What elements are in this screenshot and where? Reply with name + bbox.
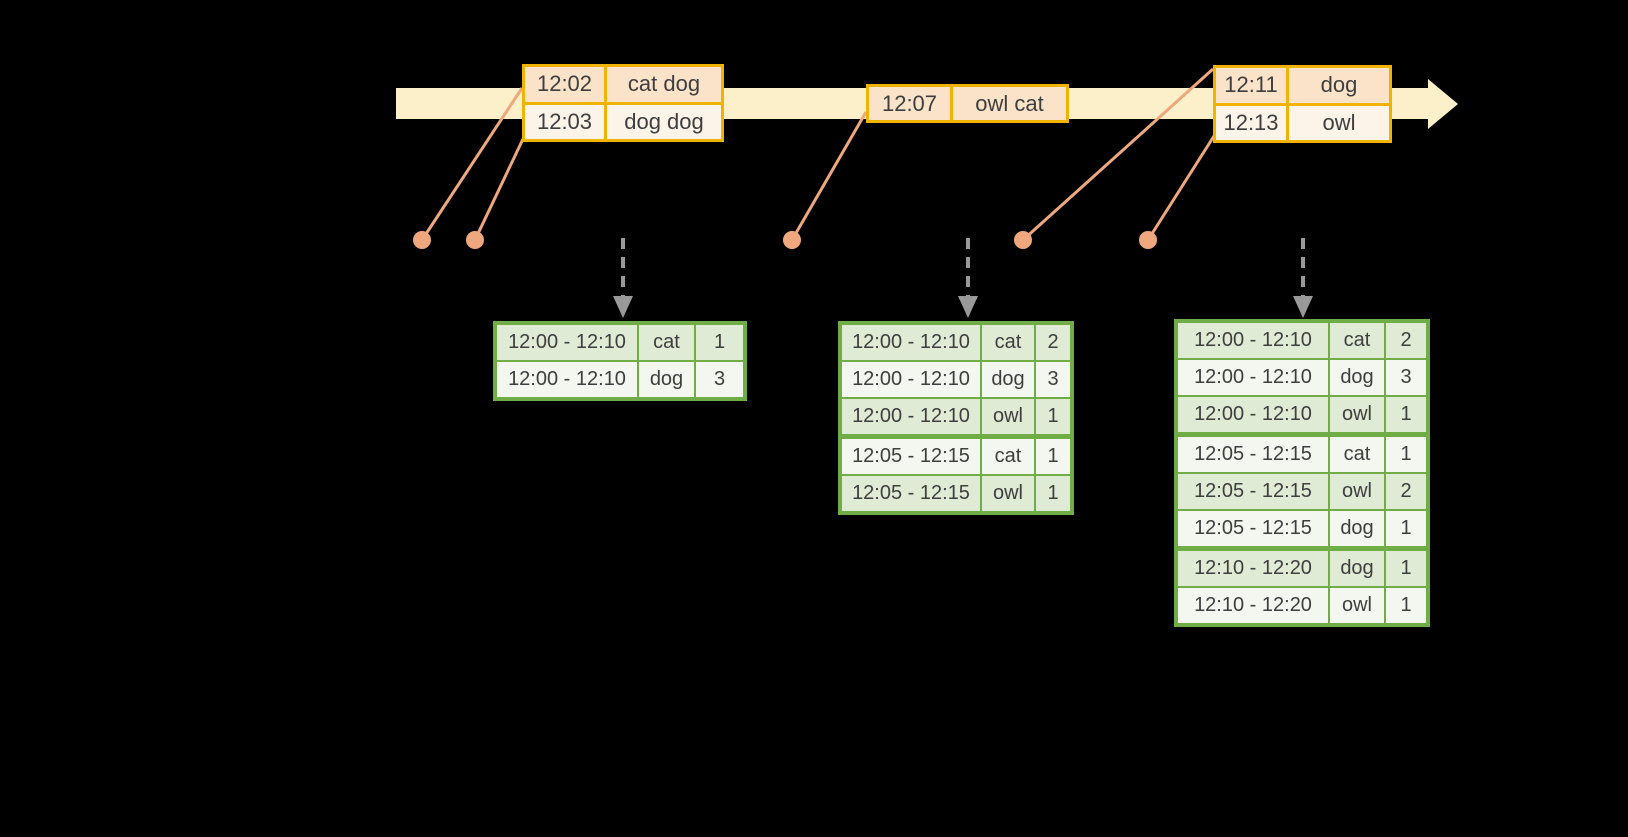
event-words-cell: cat dog: [607, 67, 721, 102]
result-row: 12:05 - 12:15 cat 1: [1178, 437, 1426, 472]
word-cell: dog: [639, 362, 694, 397]
result-row: 12:00 - 12:10 dog 3: [497, 362, 743, 397]
result-row: 12:00 - 12:10 owl 1: [1178, 397, 1426, 432]
window-cell: 12:00 - 12:10: [1178, 323, 1328, 358]
result-row: 12:05 - 12:15 owl 2: [1178, 474, 1426, 509]
result-table-3: 12:00 - 12:10 cat 2 12:00 - 12:10 dog 3 …: [1174, 319, 1430, 627]
count-cell: 3: [696, 362, 743, 397]
word-cell: owl: [982, 476, 1034, 511]
count-cell: 1: [1386, 588, 1426, 623]
window-cell: 12:05 - 12:15: [1178, 511, 1328, 546]
count-cell: 1: [1386, 397, 1426, 432]
count-cell: 2: [1036, 325, 1070, 360]
event-table-1: 12:02 cat dog 12:03 dog dog: [522, 64, 724, 142]
event-time-cell: 12:13: [1216, 105, 1286, 140]
window-cell: 12:00 - 12:10: [497, 325, 637, 360]
event-table-3: 12:11 dog 12:13 owl: [1213, 65, 1392, 143]
word-cell: cat: [982, 325, 1034, 360]
result-row: 12:00 - 12:10 cat 2: [842, 325, 1070, 360]
result-table-1: 12:00 - 12:10 cat 1 12:00 - 12:10 dog 3: [493, 321, 747, 401]
event-connector-line: [1021, 67, 1215, 242]
count-cell: 1: [1386, 551, 1426, 586]
event-connector-line: [473, 138, 525, 241]
event-dot-icon: [1014, 231, 1032, 249]
word-cell: owl: [1330, 397, 1384, 432]
result-row: 12:00 - 12:10 dog 3: [1178, 360, 1426, 395]
window-cell: 12:00 - 12:10: [842, 325, 980, 360]
event-words-cell: owl: [1289, 105, 1389, 140]
window-cell: 12:05 - 12:15: [842, 476, 980, 511]
count-cell: 2: [1386, 323, 1426, 358]
event-dot-icon: [466, 231, 484, 249]
result-row: 12:00 - 12:10 owl 1: [842, 399, 1070, 434]
count-cell: 1: [696, 325, 743, 360]
count-cell: 1: [1036, 476, 1070, 511]
window-cell: 12:10 - 12:20: [1178, 588, 1328, 623]
count-cell: 3: [1036, 362, 1070, 397]
trigger-arrowhead-icon: [1293, 296, 1313, 318]
result-row: 12:05 - 12:15 dog 1: [1178, 511, 1426, 546]
window-cell: 12:05 - 12:15: [1178, 474, 1328, 509]
word-cell: dog: [1330, 360, 1384, 395]
window-cell: 12:05 - 12:15: [842, 439, 980, 474]
count-cell: 1: [1386, 511, 1426, 546]
word-cell: owl: [982, 399, 1034, 434]
word-cell: cat: [1330, 323, 1384, 358]
event-time-cell: 12:11: [1216, 68, 1286, 103]
event-connector-line: [790, 111, 868, 241]
window-cell: 12:00 - 12:10: [1178, 397, 1328, 432]
window-cell: 12:00 - 12:10: [842, 362, 980, 397]
trigger-arrowhead-icon: [958, 296, 978, 318]
word-cell: dog: [982, 362, 1034, 397]
result-row: 12:00 - 12:10 cat 1: [497, 325, 743, 360]
trigger-arrowhead-icon: [613, 296, 633, 318]
event-connector-line: [420, 87, 524, 241]
count-cell: 3: [1386, 360, 1426, 395]
window-cell: 12:05 - 12:15: [1178, 437, 1328, 472]
window-cell: 12:00 - 12:10: [1178, 360, 1328, 395]
event-dot-icon: [783, 231, 801, 249]
event-words-cell: dog dog: [607, 104, 721, 139]
result-row: 12:05 - 12:15 cat 1: [842, 439, 1070, 474]
result-row: 12:00 - 12:10 dog 3: [842, 362, 1070, 397]
event-connector-line: [1146, 135, 1216, 241]
window-cell: 12:00 - 12:10: [497, 362, 637, 397]
event-time-cell: 12:02: [525, 67, 604, 102]
word-cell: dog: [1330, 551, 1384, 586]
result-row: 12:10 - 12:20 owl 1: [1178, 588, 1426, 623]
event-time-cell: 12:03: [525, 104, 604, 139]
event-dot-icon: [1139, 231, 1157, 249]
result-row: 12:05 - 12:15 owl 1: [842, 476, 1070, 511]
count-cell: 1: [1036, 439, 1070, 474]
result-table-2: 12:00 - 12:10 cat 2 12:00 - 12:10 dog 3 …: [838, 321, 1074, 515]
word-cell: cat: [982, 439, 1034, 474]
count-cell: 1: [1036, 399, 1070, 434]
event-time-cell: 12:07: [869, 87, 950, 120]
word-cell: owl: [1330, 588, 1384, 623]
event-words-cell: owl cat: [953, 87, 1066, 120]
window-cell: 12:00 - 12:10: [842, 399, 980, 434]
word-cell: cat: [639, 325, 694, 360]
result-row: 12:00 - 12:10 cat 2: [1178, 323, 1426, 358]
event-dot-icon: [413, 231, 431, 249]
word-cell: dog: [1330, 511, 1384, 546]
count-cell: 2: [1386, 474, 1426, 509]
count-cell: 1: [1386, 437, 1426, 472]
result-row: 12:10 - 12:20 dog 1: [1178, 551, 1426, 586]
event-table-2: 12:07 owl cat: [866, 84, 1069, 123]
timeline-right-arrow-icon: [1428, 79, 1458, 129]
word-cell: cat: [1330, 437, 1384, 472]
window-cell: 12:10 - 12:20: [1178, 551, 1328, 586]
word-cell: owl: [1330, 474, 1384, 509]
event-words-cell: dog: [1289, 68, 1389, 103]
